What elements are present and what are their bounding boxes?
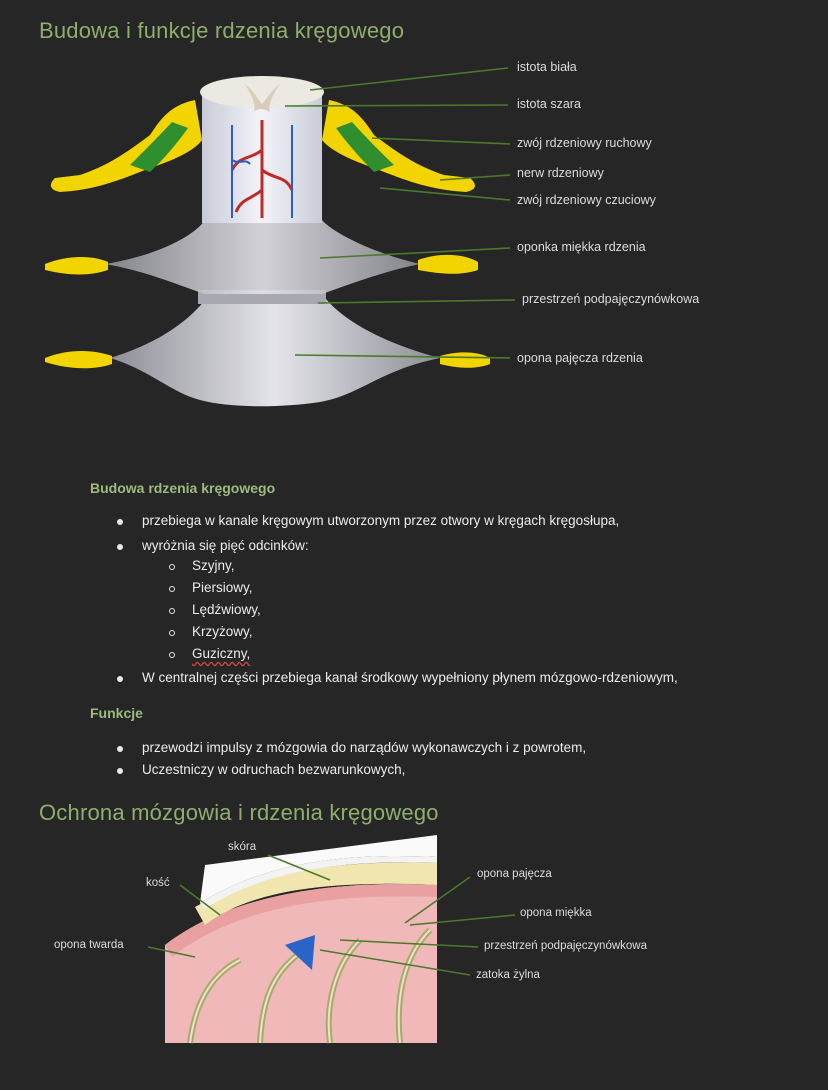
list-item: wyróżnia się pięć odcinków: [142, 538, 309, 553]
circle-bullet-icon [169, 630, 175, 636]
label-istota-biala: istota biała [517, 60, 577, 74]
sublist-item: Piersiowy, [192, 580, 253, 595]
bullet-icon [117, 676, 123, 682]
label-opona-twarda: opona twarda [54, 939, 124, 951]
label-przestrzen-podpajeczynowkowa: przestrzeń podpajęczynówkowa [484, 940, 648, 952]
bone-layer [195, 862, 437, 925]
list-item: W centralnej części przebiega kanał środ… [142, 670, 678, 685]
arachnoid-layer [110, 290, 440, 407]
section-title-protection: Ochrona mózgowia i rdzenia kręgowego [39, 800, 439, 825]
meninges-diagram: skóra kość opona twarda opona pajęcza op… [0, 835, 828, 1085]
spinal-nerve-left [50, 100, 202, 192]
motor-ganglion-right [336, 122, 394, 172]
brain-tissue [165, 884, 437, 1043]
sublist-item: Krzyżowy, [192, 624, 253, 639]
label-kosc: kość [146, 877, 170, 889]
sublist-item: Guziczny, [192, 646, 251, 661]
label-skora: skóra [228, 841, 257, 853]
label-oponka-miekka: oponka miękka rdzenia [517, 240, 646, 254]
motor-ganglion-left [130, 122, 188, 172]
label-przestrzen: przestrzeń podpajęczynówkowa [522, 292, 700, 306]
bullet-icon [117, 746, 123, 752]
section-heading-functions: Funkcje [90, 705, 143, 721]
meninges-illustration [147, 835, 516, 1044]
venous-sinus [285, 935, 315, 970]
label-zwoj-czuciowy: zwój rdzeniowy czuciowy [517, 193, 656, 207]
skin-layer [200, 856, 437, 909]
spinal-cord-diagram: istota biała istota szara zwój rdzeniowy… [0, 40, 828, 420]
circle-bullet-icon [169, 586, 175, 592]
pia-layer [105, 220, 420, 294]
spinal-cord-illustration [45, 67, 516, 407]
circle-bullet-icon [169, 608, 175, 614]
sublist-item: Lędźwiowy, [192, 602, 261, 617]
spinal-nerve-right [322, 100, 475, 192]
list-item: Uczestniczy w odruchach bezwarunkowych, [142, 762, 406, 777]
label-opona-pajecza: opona pajęcza [477, 868, 552, 880]
list-item: przewodzi impulsy z mózgowia do narządów… [142, 740, 587, 755]
sublist-item: Szyjny, [192, 558, 235, 573]
bullet-icon [117, 519, 123, 525]
list-item: przebiega w kanale kręgowym utworzonym p… [142, 513, 620, 528]
section-heading-structure: Budowa rdzenia kręgowego [90, 480, 276, 496]
leader-lines [284, 67, 516, 359]
label-zwoj-ruchowy: zwój rdzeniowy ruchowy [517, 136, 652, 150]
label-zatoka-zylna: zatoka żylna [476, 969, 540, 981]
leader-lines [147, 854, 516, 976]
label-istota-szara: istota szara [517, 97, 581, 111]
bullet-icon [117, 544, 123, 550]
label-opona-miekka: opona miękka [520, 907, 592, 919]
page-title: Budowa i funkcje rdzenia kręgowego [39, 18, 405, 43]
circle-bullet-icon [169, 564, 175, 570]
label-opona-pajecza: opona pajęcza rdzenia [517, 351, 643, 365]
bullet-icon [117, 768, 123, 774]
label-nerw-rdzeniowy: nerw rdzeniowy [517, 166, 604, 180]
circle-bullet-icon [169, 652, 175, 658]
